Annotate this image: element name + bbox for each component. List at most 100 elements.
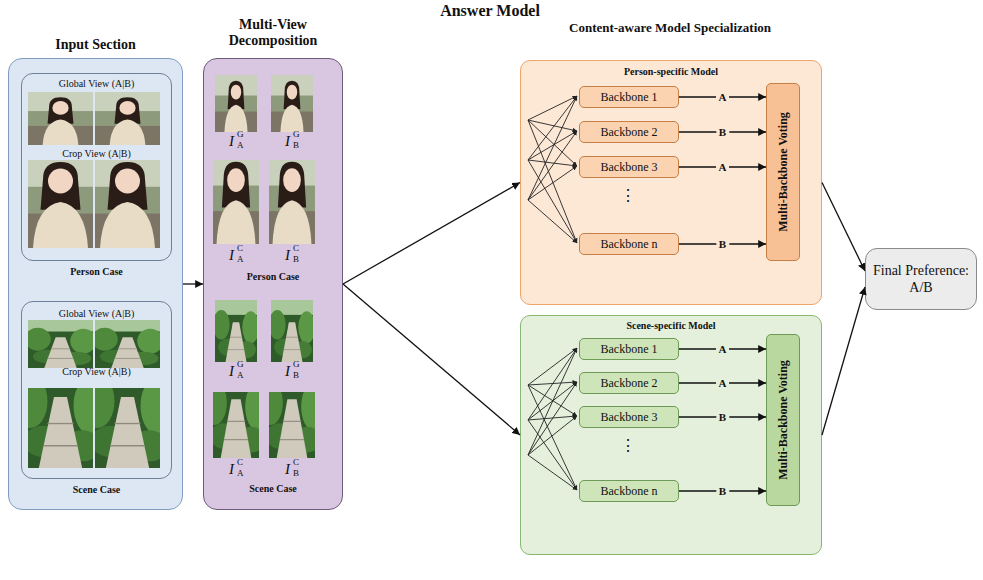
edge-label: A xyxy=(716,377,730,389)
input-images xyxy=(11,92,178,468)
node-text: Scene-specific Model xyxy=(521,320,821,332)
fan-line xyxy=(528,455,577,490)
view-subscript: B xyxy=(293,140,299,151)
fan-line xyxy=(528,120,577,166)
view-subscript: B xyxy=(293,468,299,479)
view-symbol: I xyxy=(285,460,290,478)
fan-line xyxy=(528,131,577,200)
fan-in-lines xyxy=(528,96,577,490)
view-superscript: C xyxy=(293,243,299,254)
node-text: Person Case xyxy=(204,271,342,283)
view-superscript: G xyxy=(293,129,300,140)
person-photo xyxy=(215,75,257,132)
view-subscript: B xyxy=(293,370,299,381)
node-text: Global View (A|B) xyxy=(22,78,171,90)
person-photo xyxy=(271,75,313,132)
fan-line xyxy=(528,200,577,243)
fan-line xyxy=(528,96,577,160)
view-subscript: A xyxy=(237,468,244,479)
backbone-box: Backbone n xyxy=(579,480,679,502)
node-text: Multi-Backbone Voting xyxy=(776,360,790,480)
node-text: Multi-View Decomposition xyxy=(204,17,342,49)
view-subscript: A xyxy=(237,370,244,381)
ellipsis-dots: ⋮ xyxy=(616,436,640,455)
backbone-box: Backbone 1 xyxy=(579,338,679,360)
node-text: Backbone n xyxy=(601,484,658,498)
node-text: Crop View (A|B) xyxy=(22,148,171,160)
edge-label: B xyxy=(716,411,729,423)
view-superscript: C xyxy=(237,243,243,254)
edge-label: A xyxy=(716,91,730,103)
node-text: Backbone 2 xyxy=(601,376,658,390)
fan-line xyxy=(528,96,577,120)
section-heading: Content-aware Model Specialization xyxy=(565,20,775,36)
node-text: Input Section xyxy=(9,37,182,53)
view-symbol: I xyxy=(229,362,234,380)
diagram-title: Answer Model xyxy=(340,1,640,20)
person-photo xyxy=(95,92,160,145)
model-box: Scene-specific ModelBackbone 1 Backbone 2… xyxy=(520,315,822,555)
scene-photo xyxy=(92,320,164,368)
fan-line xyxy=(528,420,577,490)
scene-photo xyxy=(25,320,97,368)
fan-line xyxy=(528,120,577,131)
voting-box: Multi-Backbone Voting xyxy=(766,83,800,261)
view-superscript: G xyxy=(237,359,244,370)
person-photo xyxy=(257,153,328,244)
fan-line xyxy=(528,166,577,200)
connector-arrow xyxy=(183,283,203,284)
person-photo xyxy=(201,153,272,244)
scene-photo xyxy=(258,366,325,458)
edge-label: A xyxy=(716,161,730,173)
voting-box: Multi-Backbone Voting xyxy=(766,334,800,506)
view-group: Global View (A|B)Crop View (A|B)Scene Ca… xyxy=(21,301,172,479)
node-text: Person Case xyxy=(22,266,171,278)
fan-line xyxy=(528,160,577,166)
view-superscript: G xyxy=(237,129,244,140)
node-text: Backbone 1 xyxy=(601,342,658,356)
fan-line xyxy=(528,382,577,385)
node-text: Crop View (A|B) xyxy=(22,366,171,378)
node-text: Backbone 3 xyxy=(601,410,658,424)
node-text: Backbone 1 xyxy=(601,90,658,104)
view-superscript: C xyxy=(293,457,299,468)
scene-photo xyxy=(80,357,175,468)
view-subscript: A xyxy=(237,140,244,151)
view-symbol: I xyxy=(285,362,290,380)
fan-line xyxy=(528,416,577,455)
node-text: Person-specific Model xyxy=(521,66,821,78)
backbone-box: Backbone 2 xyxy=(579,121,679,143)
backbone-box: Backbone 2 xyxy=(579,372,679,394)
decomposition-panel: Multi-View DecompositionPerson CaseScene… xyxy=(203,58,343,510)
view-symbol: I xyxy=(229,132,234,150)
person-photo xyxy=(11,152,111,248)
view-subscript: A xyxy=(237,254,244,265)
fan-line xyxy=(528,120,577,243)
connector-arrow xyxy=(343,284,520,435)
view-symbol: I xyxy=(229,460,234,478)
edge-label: B xyxy=(716,126,729,138)
scene-photo xyxy=(202,366,269,458)
output-box: Final Preference: A/B xyxy=(865,248,977,310)
backbone-box: Backbone 1 xyxy=(579,86,679,108)
fan-line xyxy=(528,348,577,420)
model-box: Person-specific ModelBackbone 1 Backbone … xyxy=(520,60,822,305)
edge-label: B xyxy=(716,485,729,497)
scene-photo xyxy=(13,357,108,468)
fan-line xyxy=(528,348,577,455)
backbone-box: Backbone 3 xyxy=(579,156,679,178)
person-photo xyxy=(28,92,93,145)
fan-line xyxy=(528,96,577,200)
fan-line xyxy=(528,348,577,385)
view-symbol: I xyxy=(285,132,290,150)
node-text: Multi-Backbone Voting xyxy=(776,112,790,232)
input-panel: Input SectionGlobal View (A|B)Crop View … xyxy=(8,58,183,510)
fan-line xyxy=(528,385,577,490)
scene-photo xyxy=(269,300,315,362)
scene-photo xyxy=(213,300,259,362)
person-photo xyxy=(78,152,178,248)
fan-line xyxy=(528,131,577,160)
backbone-box: Backbone 3 xyxy=(579,406,679,428)
edge-label: A xyxy=(716,343,730,355)
